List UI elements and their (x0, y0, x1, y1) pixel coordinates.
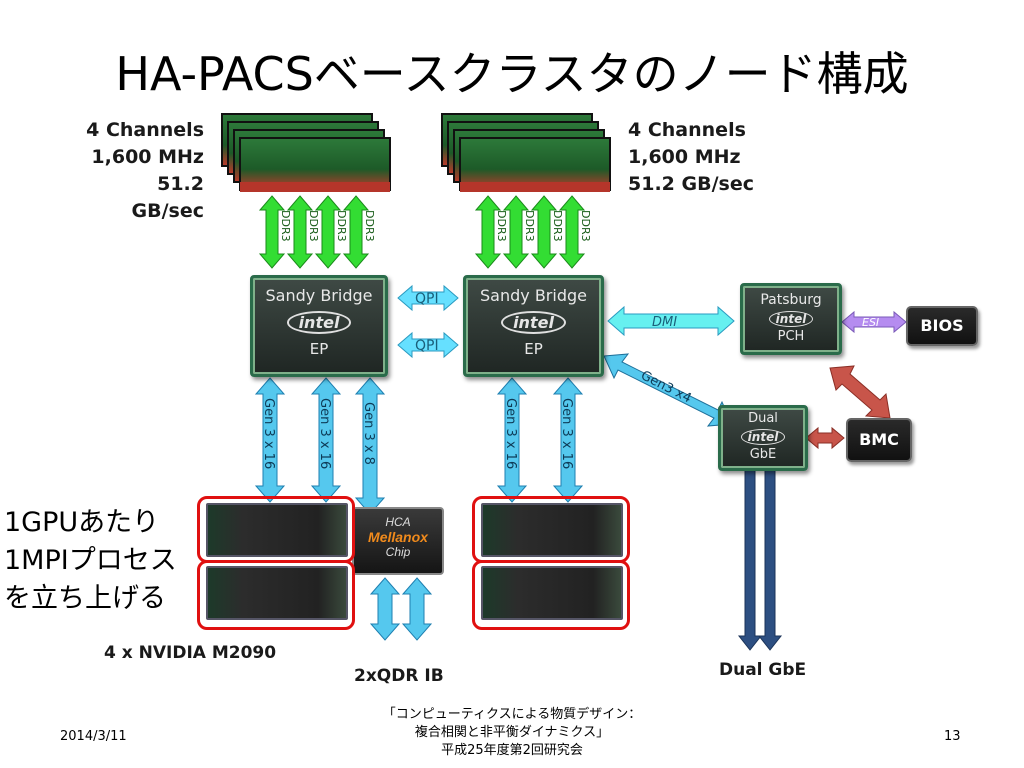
dmi-label: DMI (652, 315, 677, 330)
footer-center: 「コンピューティクスによる物質デザイン： 複合相関と非平衡ダイナミクス」 平成2… (340, 706, 684, 760)
side-note: 1GPUあたり 1MPIプロセス を立ち上げる (4, 504, 177, 618)
ddr3-label: DDR3 (335, 210, 348, 242)
gbe-bmc-arrow (805, 426, 845, 450)
pcie-label: Gen 3 x 16 (317, 398, 332, 469)
side-note-line: 1MPIプロセス (4, 545, 177, 576)
ddr3-arrows-right (474, 195, 586, 269)
ddr3-label: DDR3 (363, 210, 376, 242)
gpu-highlight-box (472, 560, 630, 630)
gpu-label: 4 x NVIDIA M2090 (104, 643, 277, 663)
hca-chip: HCA Mellanox Chip (352, 507, 444, 575)
mellanox-logo-icon: Mellanox (368, 529, 428, 545)
page-number: 13 (944, 729, 961, 744)
bios-chip: BIOS (906, 306, 978, 346)
gbe-label: Dual GbE (719, 660, 807, 680)
memory-channels: 4 Channels (86, 119, 204, 141)
gpu-highlight-box (197, 496, 355, 563)
gbe-chip-name: Dual (748, 411, 778, 426)
side-note-line: を立ち上げる (4, 583, 166, 614)
cpu-name: Sandy Bridge (480, 286, 587, 305)
gpu-highlight-box (197, 560, 355, 630)
memory-bandwidth: 51.2 GB/sec (131, 173, 204, 222)
ib-arrows (369, 577, 433, 641)
footer-line: 平成25年度第2回研究会 (441, 743, 583, 758)
gbe-arrows (737, 467, 783, 651)
gpu-highlight-box (472, 496, 630, 563)
footer-line: 複合相関と非平衡ダイナミクス」 (414, 725, 610, 740)
intel-logo-icon: intel (740, 429, 786, 445)
pcie-label: Gen 3 x 16 (261, 398, 276, 469)
ddr3-label: DDR3 (523, 210, 536, 242)
page-title: HA-PACSベースクラスタのノード構成 (115, 47, 909, 101)
ddr3-label: DDR3 (551, 210, 564, 242)
qpi-label: QPI (415, 338, 439, 354)
memory-channels: 4 Channels (628, 119, 746, 141)
memory-frequency: 1,600 MHz (628, 146, 741, 168)
dmi-arrow (607, 305, 735, 337)
gpu-card (206, 503, 348, 557)
gpu-card (481, 566, 623, 620)
pcie-label: Gen 3 x 16 (503, 398, 518, 469)
qpi-label: QPI (415, 291, 439, 307)
pcie-arrows (254, 377, 584, 515)
intel-logo-icon: intel (501, 311, 566, 334)
ib-label: 2xQDR IB (354, 666, 444, 686)
intel-logo-icon: intel (286, 311, 352, 334)
gbe-chip: Dual intel GbE (718, 405, 808, 471)
memory-spec-left: 4 Channels 1,600 MHz 51.2 GB/sec (80, 117, 204, 225)
ddr3-arrows-left (258, 195, 370, 269)
footer-line: 「コンピューティクスによる物質デザイン： (382, 707, 642, 722)
cpu-right: Sandy Bridge intel EP (463, 275, 604, 377)
memory-spec-right: 4 Channels 1,600 MHz 51.2 GB/sec (628, 117, 788, 198)
pch-bmc-arrow (829, 365, 891, 419)
gpu-card (206, 566, 348, 620)
ddr3-label: DDR3 (307, 210, 320, 242)
cpu-name: Sandy Bridge (265, 286, 373, 305)
cpu-sub: EP (309, 340, 329, 358)
cpu-left: Sandy Bridge intel EP (250, 275, 388, 377)
memory-frequency: 1,600 MHz (91, 146, 204, 168)
intel-logo-icon: intel (768, 311, 814, 327)
hca-top-label: HCA (385, 515, 411, 529)
memory-bandwidth: 51.2 GB/sec (628, 173, 754, 195)
pcie-label: Gen 3 x 8 (361, 402, 376, 465)
bmc-chip: BMC (846, 418, 912, 462)
ddr3-label: DDR3 (495, 210, 508, 242)
side-note-line: 1GPUあたり (4, 507, 160, 538)
pch-name: Patsburg (760, 292, 822, 308)
ddr3-label: DDR3 (279, 210, 292, 242)
gpu-card (481, 503, 623, 557)
pcie-label: Gen 3 x 16 (559, 398, 574, 469)
hca-bottom-label: Chip (385, 545, 411, 559)
cpu-sub: EP (524, 340, 543, 358)
dimm-stack-right (441, 113, 611, 192)
esi-label: ESI (862, 316, 879, 329)
qpi-arrows (397, 284, 459, 359)
gbe-chip-sub: GbE (749, 447, 777, 462)
pch-sub: PCH (777, 329, 805, 344)
pch-chip: Patsburg intel PCH (740, 283, 842, 355)
footer-date: 2014/3/11 (60, 729, 127, 744)
ddr3-label: DDR3 (579, 210, 592, 242)
gen3x4-label: Gen3 x4 (638, 368, 694, 406)
dimm-stack-left (221, 113, 391, 192)
